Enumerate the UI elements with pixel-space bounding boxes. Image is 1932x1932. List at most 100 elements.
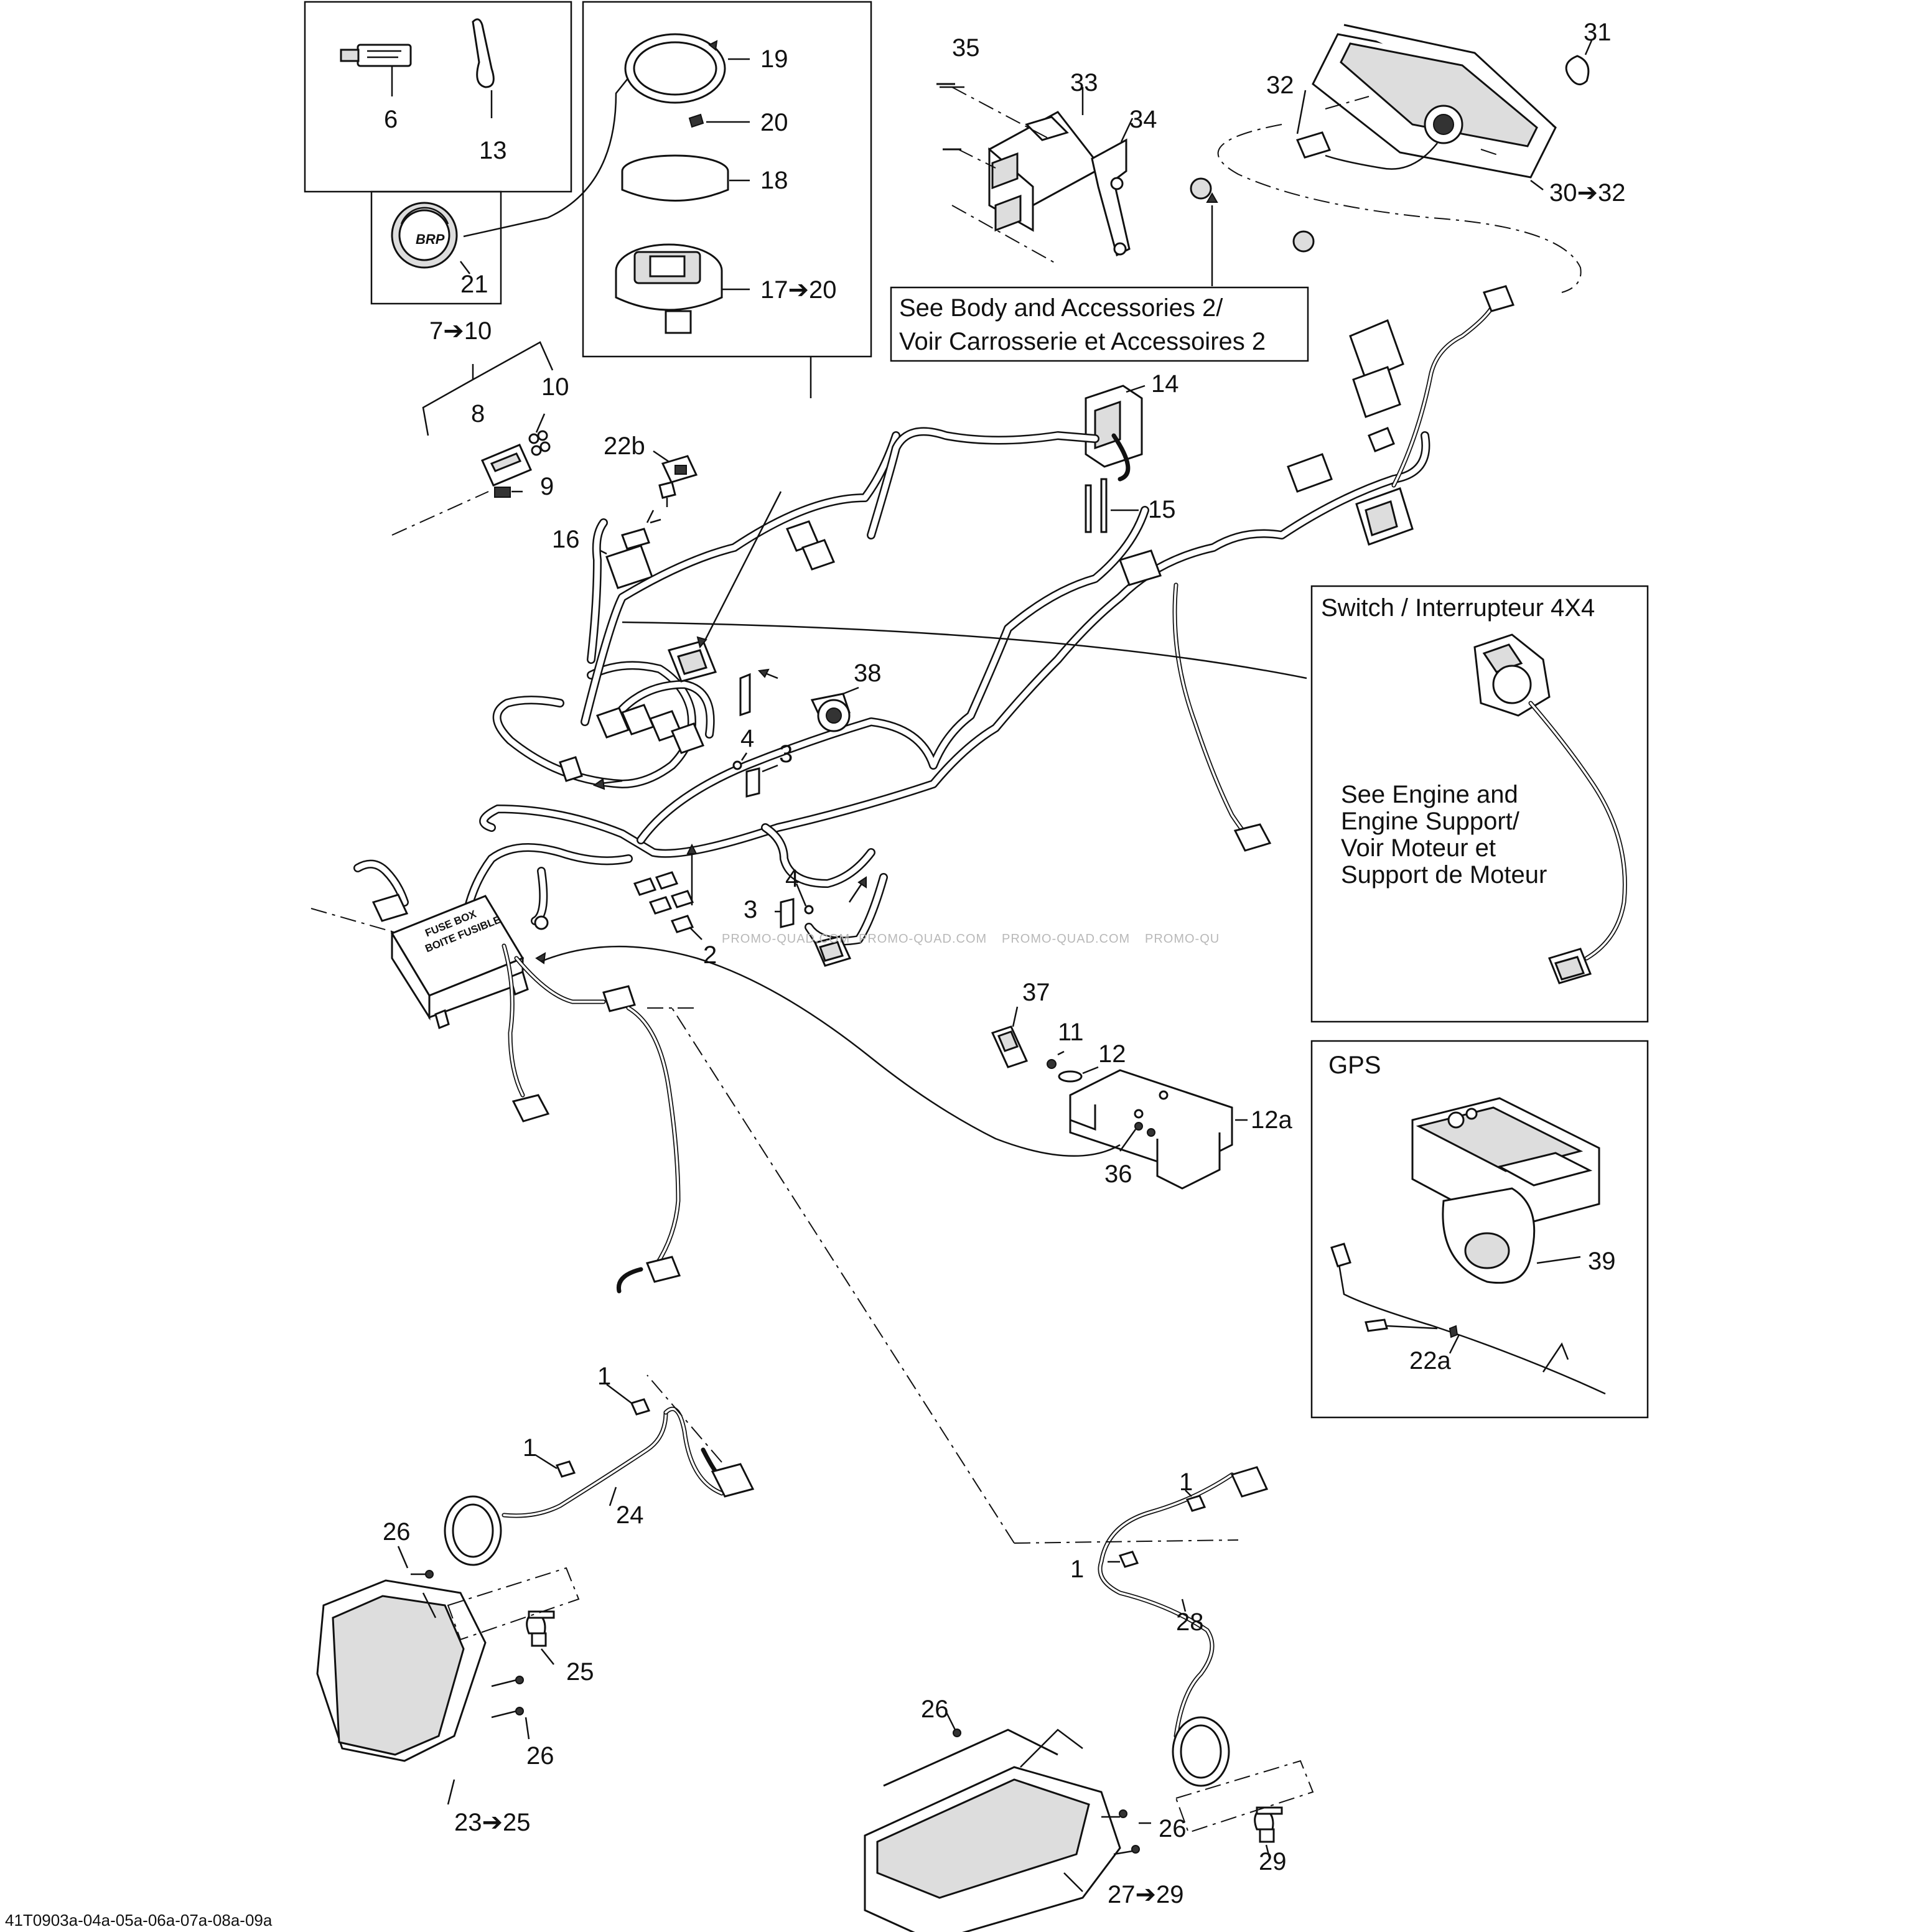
label-37: 37 [1022, 979, 1050, 1006]
engine-note-line2: Engine Support/ [1341, 808, 1520, 835]
label-1b: 1 [523, 1434, 536, 1462]
label-22b: 22b [604, 432, 645, 460]
inset-box-gps: GPS [1310, 1040, 1649, 1419]
clips-2 [633, 843, 702, 940]
label-28: 28 [1176, 1608, 1204, 1636]
label-2: 2 [703, 941, 717, 969]
engine-note-line1: See Engine and [1341, 781, 1518, 808]
gps-title: GPS [1328, 1052, 1381, 1079]
gauge-clip-20 [688, 113, 750, 128]
label-26c: 26 [921, 1696, 949, 1723]
bracket-3-4-upper [732, 752, 778, 798]
switch-title: Switch / Interrupteur 4X4 [1321, 594, 1595, 622]
label-35: 35 [952, 34, 980, 62]
label-36: 36 [1104, 1160, 1132, 1188]
bulb-icon-right [1175, 1760, 1314, 1858]
label-12: 12 [1098, 1040, 1126, 1068]
brp-logo-text: BRP [416, 231, 445, 247]
label-7-10: 7➔10 [429, 317, 492, 345]
label-16: 16 [552, 526, 580, 553]
watermark-2: PROMO-QUAD.COM [859, 932, 987, 946]
part-labels: 6 13 19 20 18 17➔20 21 7➔10 8 10 9 22b 1… [383, 19, 1626, 1908]
label-25: 25 [566, 1658, 594, 1686]
label-1a: 1 [597, 1363, 611, 1390]
label-33: 33 [1070, 69, 1098, 96]
label-31: 31 [1584, 19, 1612, 46]
label-17-20: 17➔20 [760, 276, 837, 304]
switch-icon [622, 621, 1627, 984]
label-3a: 3 [779, 740, 793, 768]
label-29: 29 [1259, 1848, 1287, 1875]
label-30-32: 30➔32 [1549, 179, 1626, 207]
headlight-harness-24 [502, 1374, 755, 1518]
label-21: 21 [460, 271, 488, 298]
callout-body-accessories: See Body and Accessories 2/ Voir Carross… [890, 286, 1309, 362]
label-26d: 26 [1159, 1815, 1187, 1842]
gauge-bezel-19 [624, 33, 750, 104]
label-10: 10 [541, 373, 569, 401]
label-15: 15 [1148, 496, 1176, 523]
label-6: 6 [384, 106, 398, 133]
gauge-icon-decal: BRP [391, 77, 629, 274]
connector-icon [559, 491, 836, 790]
label-14: 14 [1151, 370, 1179, 398]
label-19: 19 [760, 45, 788, 73]
gauge-icon [615, 243, 750, 334]
headlight-icon [316, 1495, 502, 1762]
watermark: PROMO-QUAD.COM PROMO-QUAD.COM PROMO-QUAD… [722, 932, 1220, 946]
bulb-icon [447, 1567, 580, 1665]
sealant-tube-icon [340, 44, 412, 96]
label-18: 18 [760, 167, 788, 194]
main-harness [444, 285, 1515, 975]
label-20: 20 [760, 109, 788, 136]
bracket-12a [1069, 1069, 1248, 1190]
label-3b: 3 [744, 896, 757, 923]
label-11: 11 [1058, 1019, 1084, 1046]
label-32: 32 [1266, 72, 1294, 99]
washer-11-12 [1047, 1050, 1099, 1083]
drawing-code: 41T0903a-04a-05a-06a-07a-08a-09a [5, 1911, 273, 1930]
label-34: 34 [1129, 106, 1157, 133]
fuse-box: FUSE BOX BOITE FUSIBLE [353, 859, 546, 1030]
label-13: 13 [479, 137, 507, 164]
label-39: 39 [1588, 1248, 1616, 1275]
inset-box-switch: Switch / Interrupteur 4X4 See Engine and… [1310, 585, 1649, 1023]
label-38: 38 [854, 660, 882, 687]
screws-26-left [447, 1676, 530, 1805]
engine-note-line3: Voir Moteur et [1341, 834, 1496, 862]
label-22a: 22a [1409, 1347, 1451, 1374]
label-1d: 1 [1070, 1556, 1084, 1583]
fuse-box-wires [502, 943, 697, 1294]
label-4a: 4 [740, 725, 754, 752]
key-switch-22b [653, 450, 698, 507]
watermark-4: PROMO-QU [1145, 932, 1220, 946]
module-33 [936, 83, 1103, 265]
inset-box-gauge [582, 1, 872, 398]
label-9: 9 [540, 473, 554, 500]
label-27-29: 27➔29 [1108, 1881, 1184, 1908]
connector-lower-right [813, 876, 867, 967]
inset-box-consumables [304, 1, 572, 305]
harness-to-12a [310, 908, 1121, 1157]
screws-36 [1119, 1122, 1155, 1152]
label-12a: 12a [1251, 1106, 1292, 1134]
fuse-kit-group [391, 341, 554, 536]
bracket-34 [1091, 118, 1134, 257]
watermark-1: PROMO-QUAD.COM [722, 932, 850, 946]
outlet-38 [739, 668, 859, 732]
bracket-3-4-lower [775, 883, 814, 928]
headlight-icon-right [864, 1710, 1230, 1932]
gps-unit-icon [1330, 1097, 1606, 1395]
label-26b: 26 [526, 1742, 554, 1770]
gauge-cover-18 [621, 154, 750, 202]
label-4b: 4 [785, 865, 799, 892]
tie-wrap-icon [472, 18, 495, 118]
label-8: 8 [471, 400, 485, 427]
relay-16 [594, 510, 661, 589]
connector-37 [991, 1006, 1029, 1068]
body-note-line2: Voir Carrosserie et Accessoires 2 [899, 328, 1266, 355]
grommet-dashed-loop [1190, 124, 1582, 293]
engine-note-line4: Support de Moteur [1341, 861, 1547, 889]
